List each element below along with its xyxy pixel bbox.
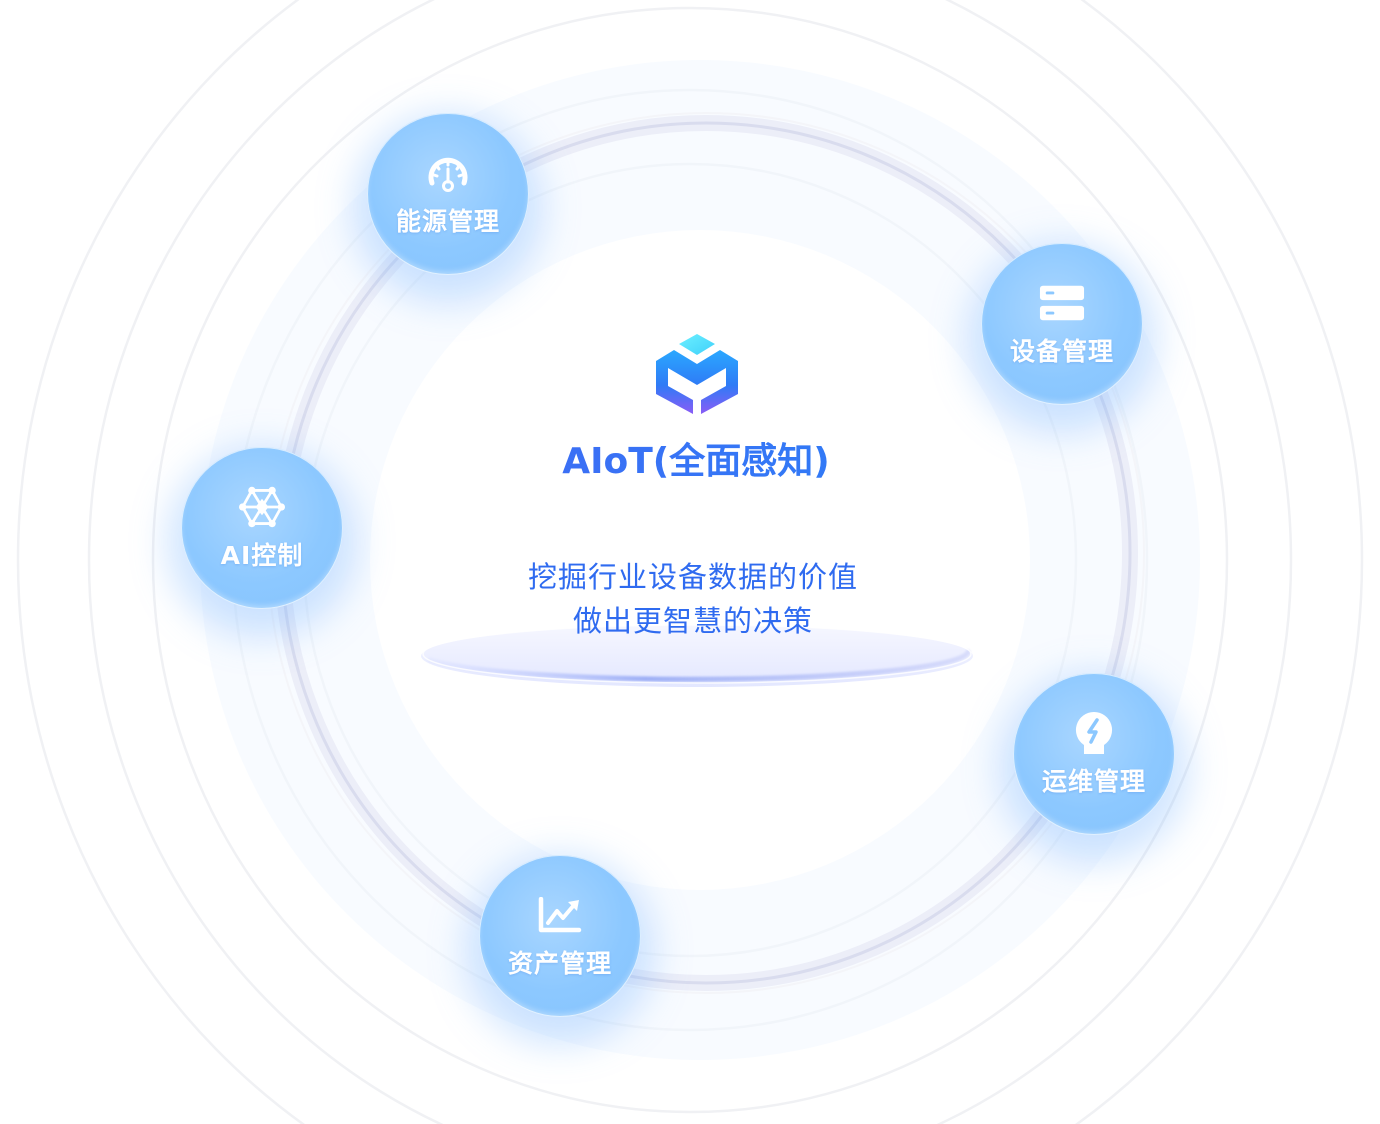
network-hexagon-icon: [239, 484, 285, 530]
subtitle-line-2: 做出更智慧的决策: [572, 604, 813, 638]
node-operations-management[interactable]: 运维管理: [1013, 673, 1175, 835]
gauge-icon: [425, 150, 471, 196]
node-label: 设备管理: [1009, 337, 1114, 366]
cube-logo-icon: [656, 334, 738, 414]
trend-chart-icon: [537, 892, 583, 938]
node-label: AI控制: [220, 541, 304, 570]
node-label: 资产管理: [507, 949, 612, 978]
server-icon: [1039, 280, 1085, 326]
node-label: 能源管理: [395, 207, 500, 236]
node-energy-management[interactable]: 能源管理: [367, 113, 529, 275]
node-asset-management[interactable]: 资产管理: [479, 855, 641, 1017]
center-title-text: AIoT(全面感知): [562, 441, 830, 482]
node-ai-control[interactable]: AI控制: [181, 447, 343, 609]
node-device-management[interactable]: 设备管理: [981, 243, 1143, 405]
subtitle-line-1: 挖掘行业设备数据的价值: [527, 560, 858, 594]
node-label: 运维管理: [1041, 767, 1146, 796]
lightning-bulb-icon: [1071, 710, 1117, 756]
